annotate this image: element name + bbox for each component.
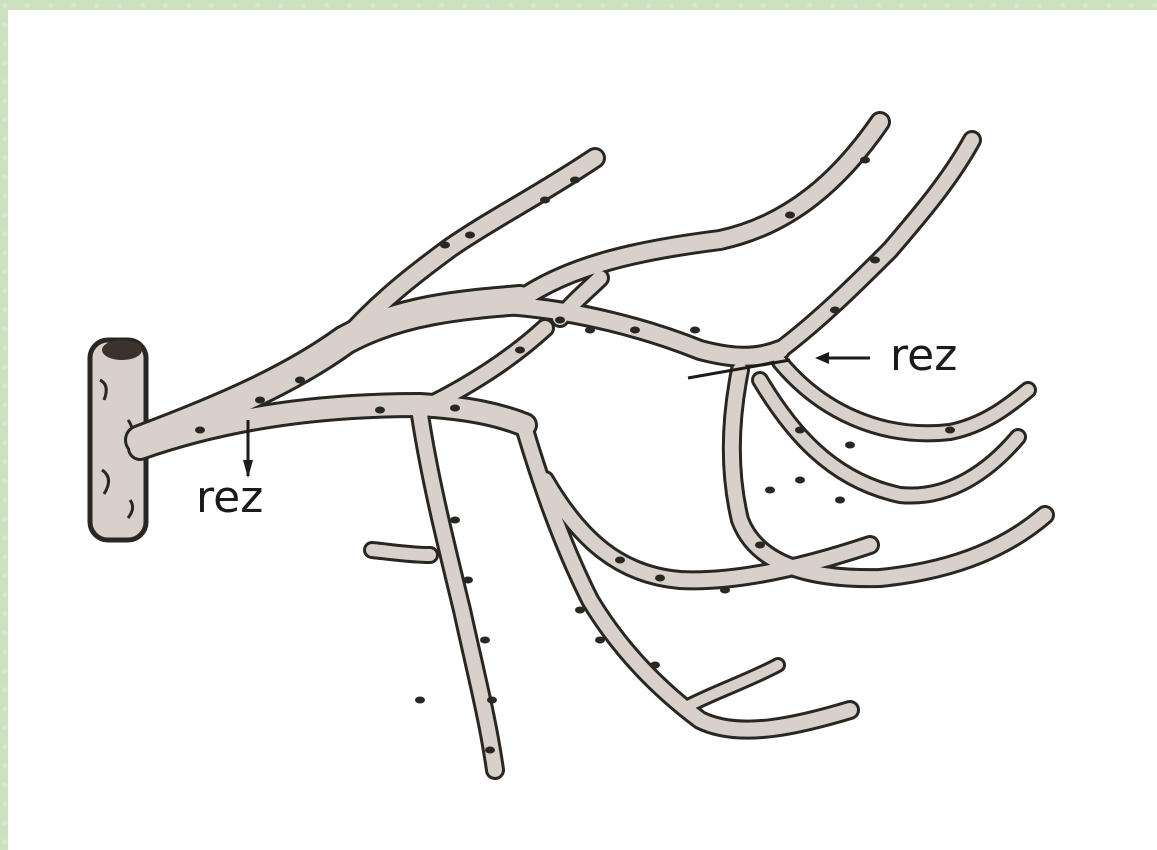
bud-mark — [570, 177, 580, 184]
bud-mark — [795, 477, 805, 484]
bud-mark — [440, 242, 450, 249]
bud-mark — [765, 487, 775, 494]
bud-mark — [945, 427, 955, 434]
bud-mark — [835, 497, 845, 504]
arrow-head-right — [815, 352, 829, 364]
bud-mark — [465, 232, 475, 239]
bud-mark — [450, 405, 460, 412]
buds — [195, 157, 955, 754]
bud-mark — [255, 397, 265, 404]
bud-mark — [795, 427, 805, 434]
bud-mark — [615, 557, 625, 564]
mid-spur — [690, 665, 778, 705]
bud-mark — [585, 327, 595, 334]
bud-mark — [480, 637, 490, 644]
bud-mark — [195, 427, 205, 434]
bud-mark — [575, 607, 585, 614]
bud-mark — [515, 347, 525, 354]
bud-mark — [860, 157, 870, 164]
cut-label-left-text: rez — [196, 472, 263, 523]
bud-mark — [755, 542, 765, 549]
bud-mark — [295, 377, 305, 384]
long-upper-shoot — [520, 122, 880, 300]
bud-mark — [485, 747, 495, 754]
cut-label-right-text: rez — [890, 330, 957, 381]
bud-mark — [785, 212, 795, 219]
left-spur — [372, 550, 430, 555]
diag-connector — [430, 328, 545, 405]
bud-mark — [487, 697, 497, 704]
bud-mark — [720, 587, 730, 594]
down-shoot-left — [420, 415, 495, 770]
bud-mark — [450, 517, 460, 524]
bud-mark — [690, 327, 700, 334]
bud-mark — [595, 637, 605, 644]
bud-mark — [870, 257, 880, 264]
bud-mark — [845, 442, 855, 449]
branch-fills — [140, 122, 1045, 770]
bud-mark — [650, 662, 660, 669]
bud-mark — [830, 307, 840, 314]
bud-mark — [415, 697, 425, 704]
bud-mark — [555, 317, 565, 324]
bud-mark — [463, 577, 473, 584]
bud-mark — [630, 327, 640, 334]
bud-mark — [655, 575, 665, 582]
bud-mark — [375, 407, 385, 414]
bud-mark — [540, 197, 550, 204]
